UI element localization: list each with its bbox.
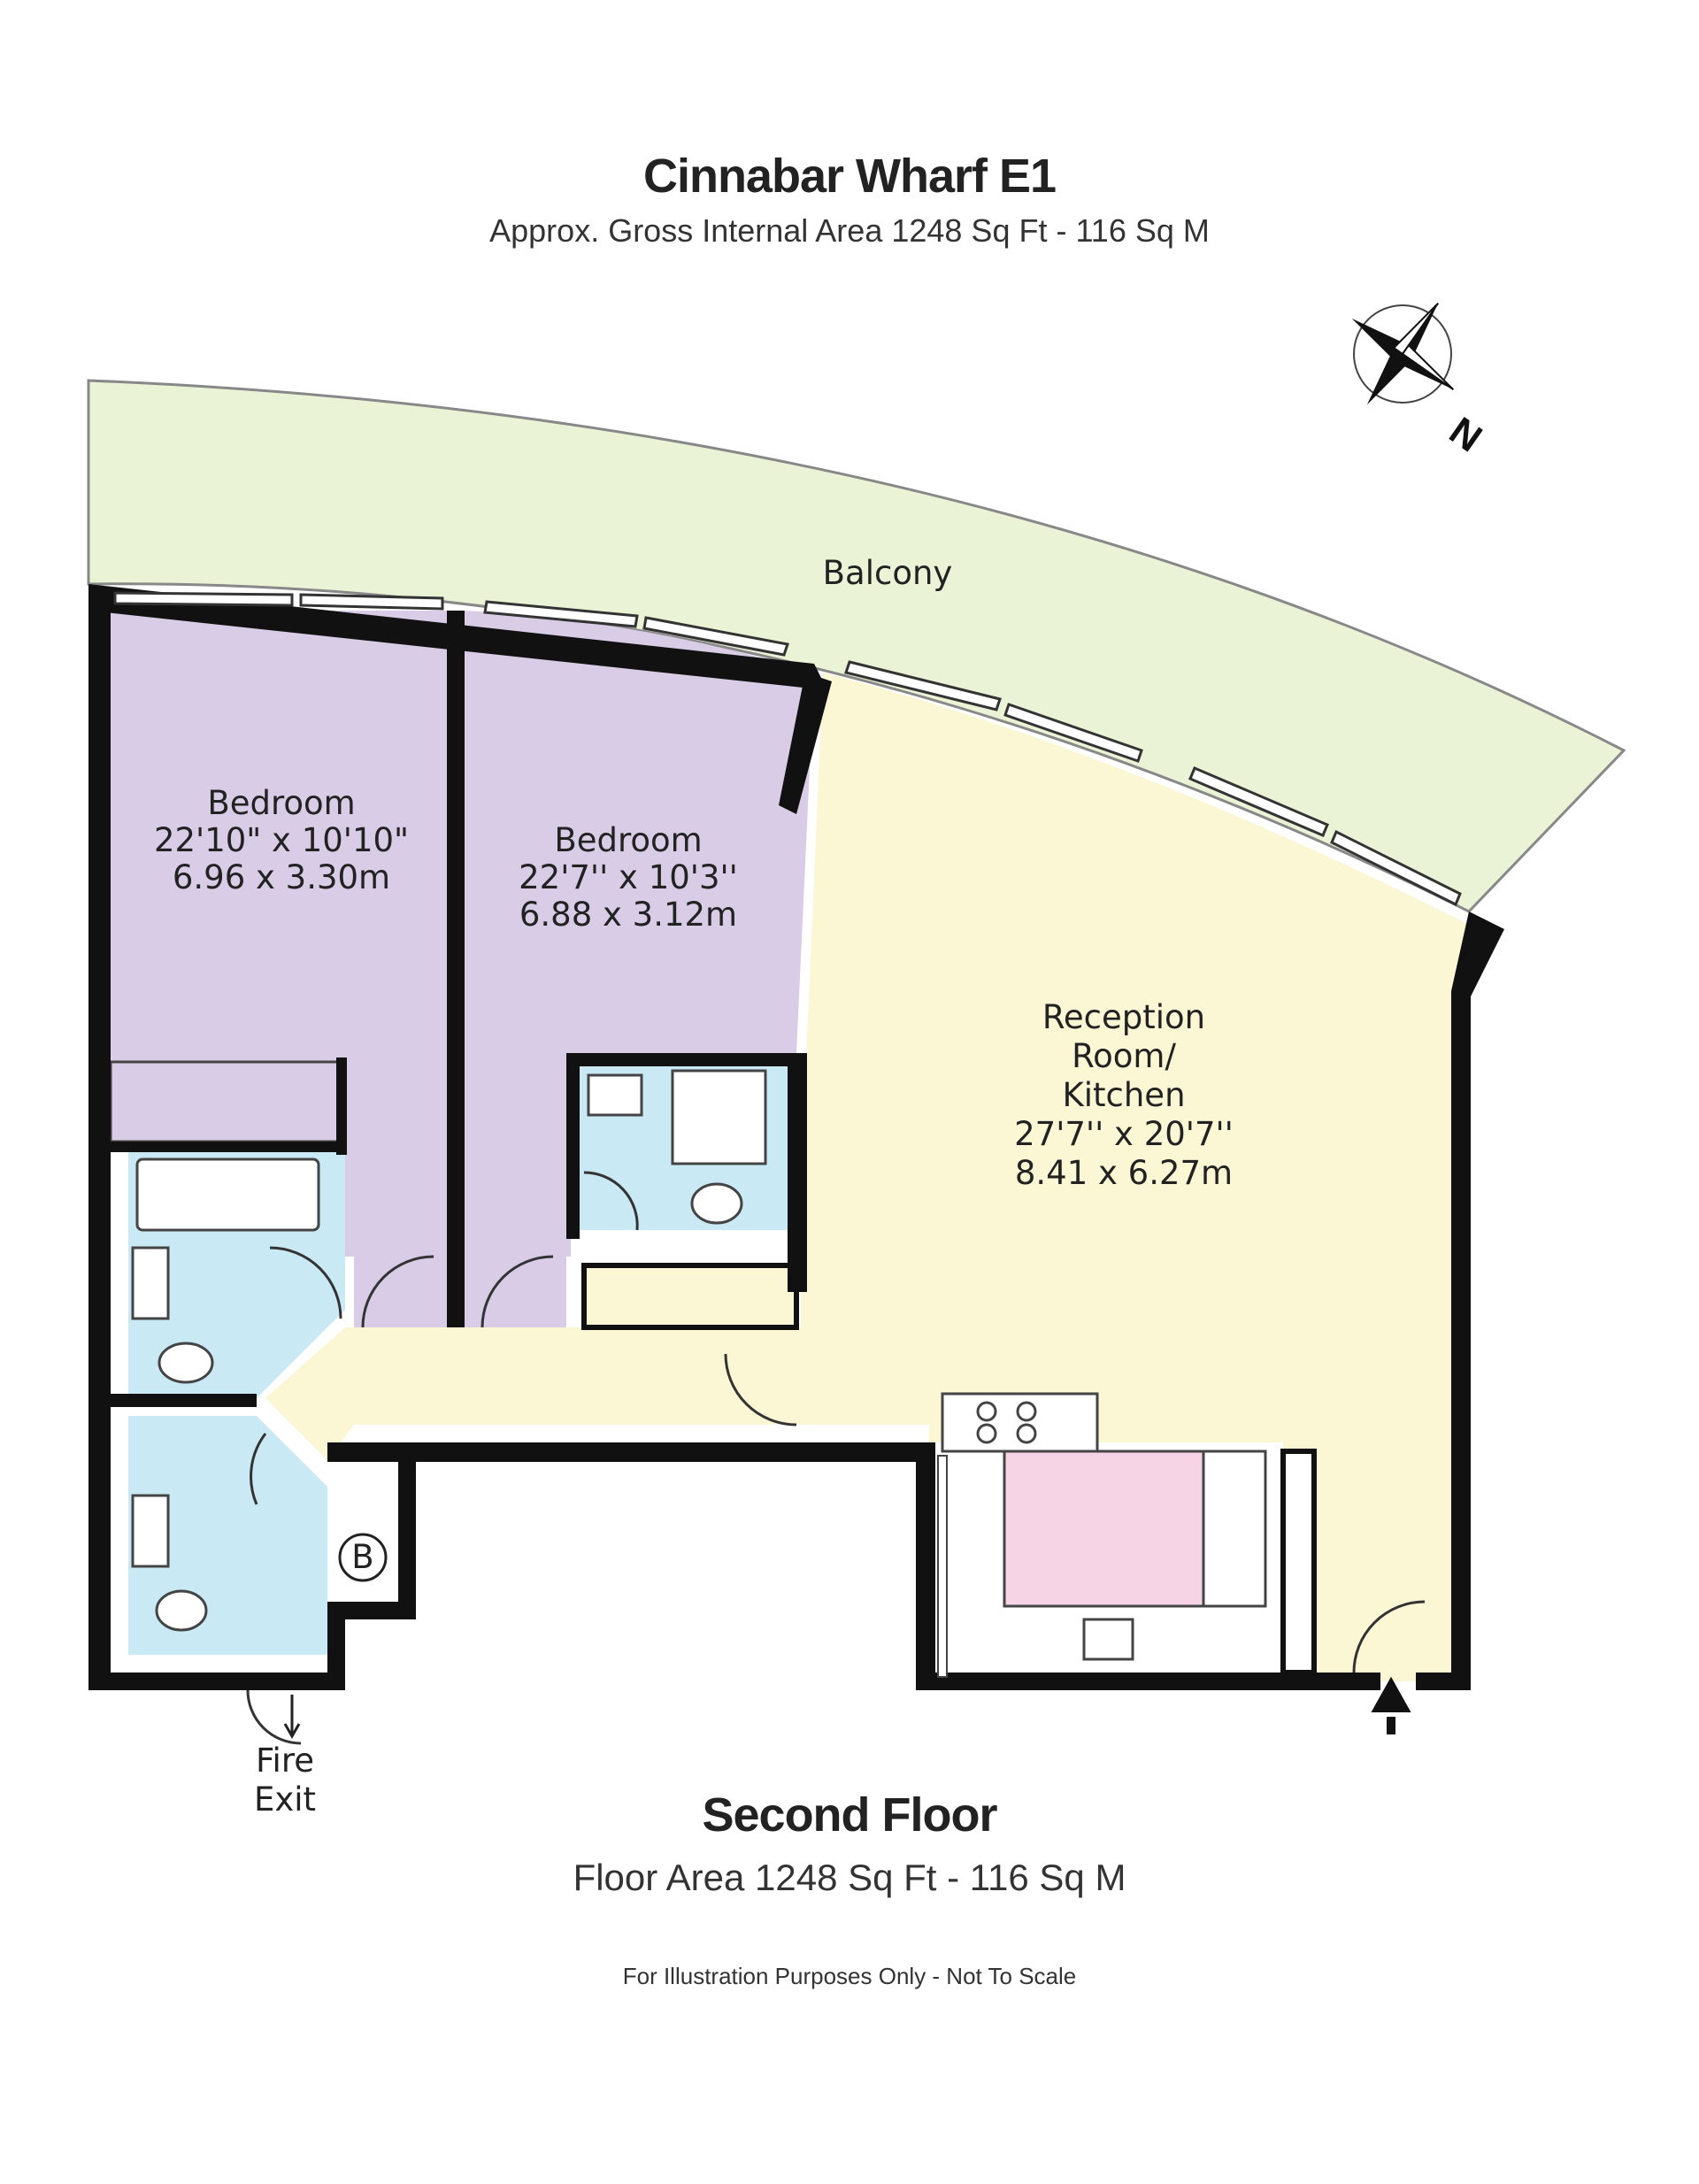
door-swings bbox=[246, 1171, 1426, 1745]
compass-north-label: N bbox=[1441, 409, 1489, 460]
bedroom-1-name: Bedroom bbox=[207, 784, 355, 822]
hall-cupboard bbox=[581, 1263, 799, 1330]
boiler-label: B bbox=[351, 1538, 373, 1576]
boiler-icon bbox=[338, 1533, 388, 1582]
windows bbox=[113, 591, 1462, 907]
fire-exit-line-1: Fire bbox=[256, 1742, 314, 1780]
bedroom-1-imperial: 22'10" x 10'10" bbox=[154, 821, 409, 859]
gross-area-label: Approx. Gross Internal Area 1248 Sq Ft -… bbox=[489, 212, 1210, 249]
floor-area-label: Floor Area 1248 Sq Ft - 116 Sq M bbox=[573, 1857, 1126, 1898]
reception-line-2: Room/ bbox=[1072, 1037, 1176, 1075]
bedroom-2-imperial: 22'7'' x 10'3'' bbox=[519, 858, 738, 896]
bedroom-2-name: Bedroom bbox=[554, 821, 702, 859]
reception-line-3: Kitchen bbox=[1062, 1076, 1185, 1114]
floor-title: Second Floor bbox=[702, 1788, 997, 1842]
kitchen-units bbox=[1202, 1450, 1267, 1608]
hob-counter bbox=[941, 1392, 1099, 1453]
plan-title: Cinnabar Wharf E1 bbox=[642, 150, 1057, 203]
bedroom-1-area bbox=[106, 611, 447, 1327]
wall-balcony-edge bbox=[88, 584, 827, 690]
wc-2 bbox=[155, 1589, 208, 1632]
wall-reception-edge bbox=[779, 673, 832, 814]
sink-2 bbox=[131, 1494, 170, 1568]
disclaimer: For Illustration Purposes Only - Not To … bbox=[622, 1963, 1077, 1989]
kitchen-sink bbox=[1082, 1618, 1134, 1661]
bedroom-2-metric: 6.88 x 3.12m bbox=[519, 896, 737, 934]
bedroom-1-metric: 6.96 x 3.30m bbox=[173, 858, 390, 896]
kitchen-island bbox=[1003, 1450, 1205, 1608]
bedroom-1-wardrobe bbox=[109, 1060, 342, 1143]
wc-1 bbox=[158, 1342, 214, 1384]
kitchen-counter bbox=[937, 1455, 948, 1678]
hallway-area bbox=[265, 1327, 801, 1460]
walls bbox=[88, 588, 1471, 1690]
entrance-arrow-icon bbox=[1371, 1676, 1411, 1734]
reception-imperial: 27'7'' x 20'7'' bbox=[1014, 1115, 1234, 1153]
compass-icon bbox=[1351, 302, 1455, 405]
fire-exit-line-2: Exit bbox=[254, 1780, 316, 1819]
hob-icon bbox=[976, 1401, 1037, 1444]
bathtub bbox=[135, 1157, 320, 1232]
fire-exit-arrow-icon bbox=[283, 1695, 301, 1740]
bedroom-2-area bbox=[465, 611, 814, 1327]
sink-1 bbox=[131, 1246, 170, 1320]
wc-3 bbox=[690, 1182, 743, 1225]
shower-tray bbox=[671, 1069, 767, 1165]
balcony-label: Balcony bbox=[823, 554, 953, 592]
sink-3 bbox=[587, 1073, 643, 1117]
wall-east-corner bbox=[1451, 911, 1504, 1000]
reception-line-1: Reception bbox=[1042, 998, 1205, 1036]
storage-cupboard bbox=[1280, 1449, 1317, 1675]
reception-metric: 8.41 x 6.27m bbox=[1015, 1154, 1233, 1192]
